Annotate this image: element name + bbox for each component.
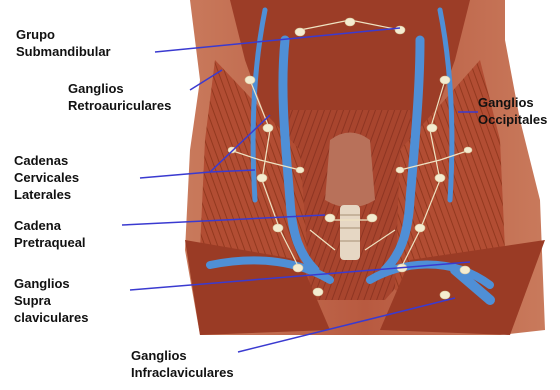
trachea [340, 205, 360, 260]
label-submandibular-line1: Grupo [16, 26, 111, 43]
thyroid [325, 133, 375, 208]
label-retroauriculares-line1: Ganglios [68, 80, 171, 97]
label-supraclaviculares-line2: Supra [14, 292, 88, 309]
label-supraclaviculares-line1: Ganglios [14, 275, 88, 292]
label-submandibular: Grupo Submandibular [16, 26, 111, 60]
label-infraclaviculares-line2: Infraclaviculares [131, 364, 234, 381]
label-occipitales-line2: Occipitales [478, 111, 547, 128]
label-retroauriculares: Ganglios Retroauriculares [68, 80, 171, 114]
label-occipitales-line1: Ganglios [478, 94, 547, 111]
label-infraclaviculares: Ganglios Infraclaviculares [131, 347, 234, 381]
label-infraclaviculares-line1: Ganglios [131, 347, 234, 364]
label-cervicales-line1: Cadenas [14, 152, 79, 169]
label-pretraqueal-line1: Cadena [14, 217, 86, 234]
label-retroauriculares-line2: Retroauriculares [68, 97, 171, 114]
label-supraclaviculares: Ganglios Supra claviculares [14, 275, 88, 326]
label-occipitales: Ganglios Occipitales [478, 94, 547, 128]
label-submandibular-line2: Submandibular [16, 43, 111, 60]
label-cervicales-line2: Cervicales [14, 169, 79, 186]
label-pretraqueal-line2: Pretraqueal [14, 234, 86, 251]
label-cervicales: Cadenas Cervicales Laterales [14, 152, 79, 203]
label-cervicales-line3: Laterales [14, 186, 79, 203]
label-supraclaviculares-line3: claviculares [14, 309, 88, 326]
label-pretraqueal: Cadena Pretraqueal [14, 217, 86, 251]
